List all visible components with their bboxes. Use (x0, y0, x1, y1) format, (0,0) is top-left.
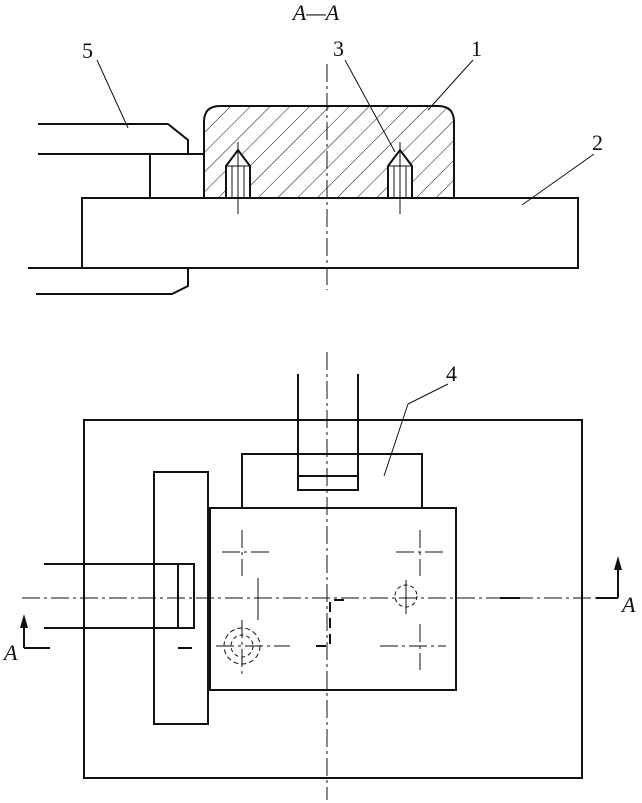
base-plate (81, 197, 579, 269)
label-4: 4 (446, 361, 457, 386)
leader-4 (383, 403, 409, 477)
label-5: 5 (82, 38, 93, 63)
section-arrow-right (500, 556, 622, 599)
plan-base-plate (83, 419, 583, 779)
clamp-arm-upper (38, 123, 204, 198)
leader-4-tail (407, 383, 449, 405)
stop-block (241, 453, 423, 508)
plan-workpiece (209, 507, 457, 691)
hole-mark-upper-right (396, 530, 446, 576)
left-arm (44, 563, 195, 629)
hole-mark-upper-left (222, 530, 270, 576)
leader-2 (521, 153, 595, 206)
leader-3 (344, 59, 396, 153)
top-clamp-bar (297, 374, 359, 491)
hole-mark-lower-right (380, 624, 446, 670)
label-2: 2 (592, 130, 603, 155)
hidden-line (316, 599, 344, 647)
leader-5 (96, 59, 129, 129)
section-title: A—A (291, 0, 340, 25)
locating-pin-left (225, 142, 251, 214)
label-3: 3 (333, 36, 344, 61)
label-1: 1 (471, 36, 482, 61)
section-arrow-left (20, 614, 192, 649)
leader-1 (427, 59, 474, 111)
locating-pin-right (387, 142, 413, 214)
section-mark-right: A (620, 592, 636, 617)
hole-pin-right (394, 580, 418, 614)
section-mark-left: A (2, 640, 18, 665)
clamp-arm-lower (28, 267, 189, 295)
hole-pin-left (216, 578, 290, 676)
